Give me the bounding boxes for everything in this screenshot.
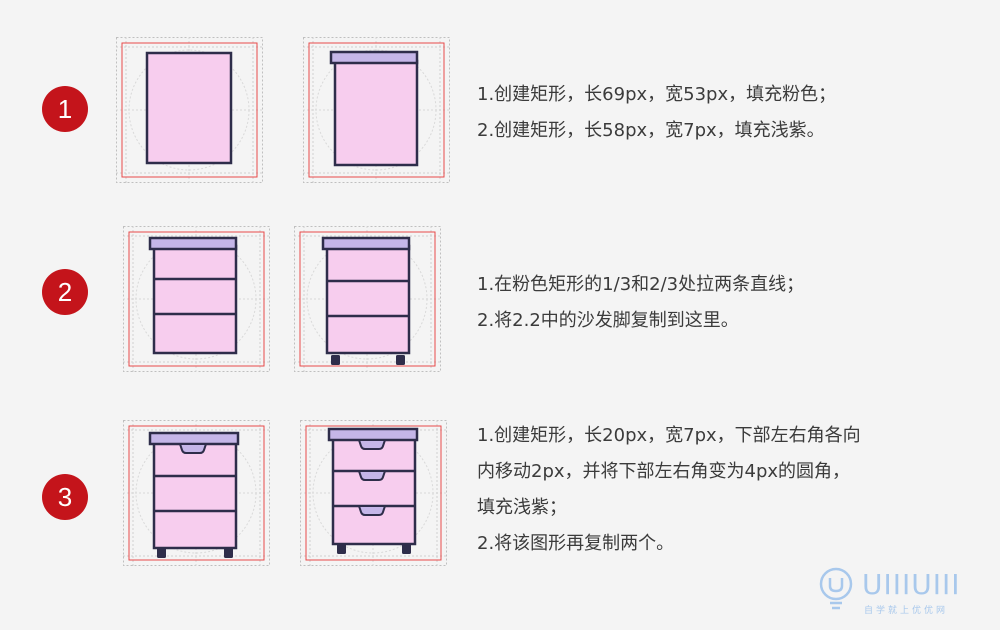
drawer-handle: [357, 505, 387, 516]
purple-top-bar: [327, 427, 419, 442]
step-text: 2.创建矩形，长58px，宽7px，填充浅紫。: [477, 120, 825, 141]
cabinet-body: [325, 244, 411, 355]
illustration-2a-cabinet-with-lines: [123, 226, 270, 372]
purple-top-bar: [329, 50, 419, 65]
illustration-1a-pink-rectangle: [116, 37, 263, 183]
cabinet-leg-right: [402, 544, 411, 554]
cabinet-leg-left: [337, 544, 346, 554]
drawer-handle: [357, 439, 387, 450]
illustration-2b-cabinet-with-legs: [294, 226, 441, 372]
step-text: 2.将2.2中的沙发脚复制到这里。: [477, 310, 739, 331]
lightbulb-icon: [819, 567, 853, 610]
step-number-badge-2: 2: [42, 269, 88, 315]
pink-rectangle: [145, 51, 233, 165]
step-text: 1.创建矩形，长69px，宽53px，填充粉色；: [477, 84, 837, 105]
drawer-handle: [178, 443, 208, 454]
watermark-logo: UIIIUIII 自学就上优优网: [818, 566, 988, 616]
illustration-3b-cabinet-three-handles: [300, 420, 447, 566]
cabinet-leg-left: [157, 548, 166, 558]
cabinet-body: [152, 244, 238, 355]
cabinet-leg-left: [331, 355, 340, 365]
step-text: 填充浅紫；: [477, 497, 567, 518]
step-list-1: 1.创建矩形，长69px，宽53px，填充粉色； 2.创建矩形，长58px，宽7…: [477, 77, 836, 149]
step-number-badge-1: 1: [42, 86, 88, 132]
step-list-2: 1.在粉色矩形的1/3和2/3处拉两条直线； 2.将2.2中的沙发脚复制到这里。: [477, 267, 804, 339]
cabinet-leg-right: [224, 548, 233, 558]
cabinet-leg-right: [396, 355, 405, 365]
watermark-brand: UIIIUIII: [862, 568, 961, 601]
illustration-3a-cabinet-one-handle: [123, 420, 270, 566]
cabinet-body: [331, 436, 417, 546]
step-text: 1.创建矩形，长20px，宽7px，下部左右角各向: [477, 425, 861, 446]
watermark-tagline: 自学就上优优网: [864, 606, 949, 616]
step-list-3: 1.创建矩形，长20px，宽7px，下部左右角各向 内移动2px，并将下部左右角…: [477, 418, 861, 562]
step-text: 1.在粉色矩形的1/3和2/3处拉两条直线；: [477, 274, 805, 295]
purple-top-bar: [148, 431, 240, 446]
illustration-1b-rectangle-with-top: [303, 37, 450, 183]
drawer-handle: [357, 470, 387, 481]
purple-top-bar: [148, 236, 238, 251]
step-text: 2.将该图形再复制两个。: [477, 533, 675, 554]
purple-top-bar: [321, 236, 411, 251]
pink-rectangle: [333, 59, 419, 167]
step-number-badge-3: 3: [42, 474, 88, 520]
step-text: 内移动2px，并将下部左右角变为4px的圆角，: [477, 461, 851, 482]
cabinet-body: [152, 440, 238, 550]
